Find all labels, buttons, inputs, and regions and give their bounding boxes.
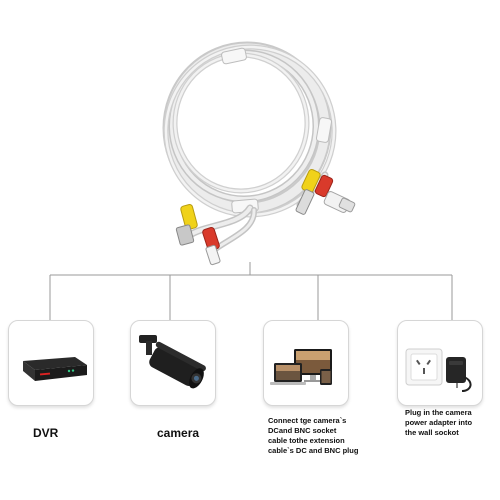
connect-line-1: Connect tge camera`s bbox=[268, 416, 347, 425]
camera-panel bbox=[130, 320, 216, 406]
dvr-panel bbox=[8, 320, 94, 406]
power-line-1: Plug in the camera bbox=[405, 408, 472, 417]
power-instructions: Plug in the camera power adapter into th… bbox=[405, 408, 500, 438]
power-line-2: power adapter into bbox=[405, 418, 473, 427]
dvr-label: DVR bbox=[33, 426, 59, 440]
wall-socket-adapter-icon bbox=[405, 348, 472, 392]
security-camera-icon bbox=[139, 335, 206, 389]
power-panel bbox=[397, 320, 483, 406]
power-line-3: the wall sockot bbox=[405, 428, 459, 437]
connect-instructions: Connect tge camera`s DCand BNC socket ca… bbox=[268, 416, 363, 456]
connect-line-2: DCand BNC socket bbox=[268, 426, 337, 435]
connect-panel bbox=[263, 320, 349, 406]
connect-line-4: cable`s DC and BNC plug bbox=[268, 446, 359, 455]
dvr-recorder-icon bbox=[23, 357, 87, 381]
camera-label: camera bbox=[157, 426, 200, 440]
cable-coil-image bbox=[162, 41, 356, 266]
monitors-icon bbox=[270, 349, 332, 385]
connect-line-3: cable tothe extension bbox=[268, 436, 345, 445]
